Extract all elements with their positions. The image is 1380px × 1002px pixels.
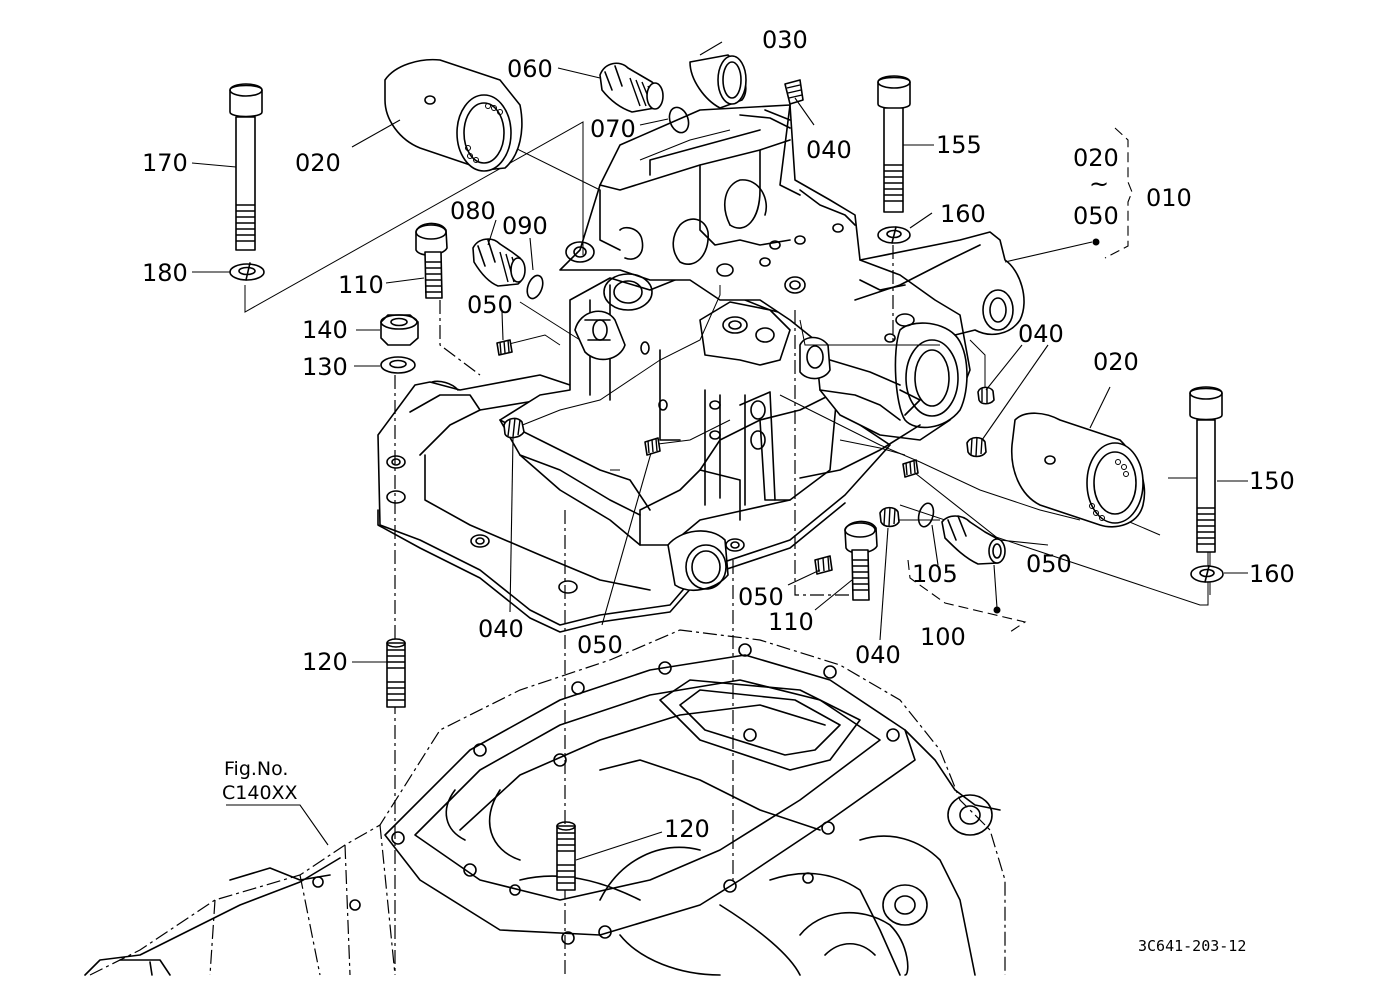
callout-110-lower: 110: [768, 608, 814, 636]
callout-155: 155: [936, 131, 982, 159]
assembly-brackets: [907, 127, 1133, 633]
callout-140: 140: [302, 316, 348, 344]
leader-lines: [191, 41, 1248, 861]
part-050-plugs: [496, 339, 919, 575]
callout-040-right: 040: [1018, 320, 1064, 348]
part-110-bolt-upper: [415, 222, 448, 299]
part-100-fitting: [941, 515, 1006, 565]
fig-no-value: C140XX: [222, 782, 298, 804]
callout-170: 170: [142, 149, 188, 177]
part-130-washer: [380, 356, 416, 374]
part-160-washer-upper: [877, 226, 911, 244]
part-060-fitting: [599, 62, 664, 113]
callout-020-right: 020: [1093, 348, 1139, 376]
part-180-washer: [229, 262, 265, 281]
part-090-o-ring: [526, 274, 544, 300]
callout-030: 030: [762, 26, 808, 54]
callout-040-bottom-left: 040: [478, 615, 524, 643]
callout-050-right: 050: [1026, 550, 1072, 578]
part-040-plugs: [503, 79, 995, 528]
part-160-washer-lower: [1190, 565, 1224, 583]
callout-labels: 020 020 030 040 040 040 040 050 050 050 …: [142, 26, 1295, 955]
part-140-nut: [380, 314, 419, 346]
part-120-stud-center: [556, 821, 576, 891]
callout-070: 070: [590, 115, 636, 143]
callout-090: 090: [502, 212, 548, 240]
callout-105: 105: [912, 560, 958, 588]
callout-110-upper: 110: [338, 271, 384, 299]
callout-050-lower-center: 050: [738, 583, 784, 611]
callout-130: 130: [302, 353, 348, 381]
part-080-fitting: [472, 238, 526, 287]
callout-060: 060: [507, 55, 553, 83]
lift-cylinder-case: [377, 104, 1025, 633]
callout-080: 080: [450, 197, 496, 225]
transmission-case: [84, 629, 1006, 976]
part-020-bushing-left: [384, 58, 523, 172]
assembly-range-to: 050: [1073, 202, 1119, 230]
callout-050-upper: 050: [467, 291, 513, 319]
part-105-o-ring: [917, 502, 935, 528]
part-155-bolt: [877, 75, 911, 213]
assembly-range-tilde: ~: [1089, 170, 1109, 198]
callout-100: 100: [920, 623, 966, 651]
callout-120-left: 120: [302, 648, 348, 676]
callout-150: 150: [1249, 467, 1295, 495]
case-bolt-holes: [391, 643, 900, 945]
figure-code: 3C641-203-12: [1138, 937, 1246, 955]
part-150-bolt: [1189, 386, 1223, 553]
part-110-bolt-lower: [844, 520, 878, 601]
assembly-group-010: 010: [1146, 184, 1192, 212]
fig-no-label: Fig.No.: [224, 758, 288, 780]
callout-160-lower: 160: [1249, 560, 1295, 588]
callout-180: 180: [142, 259, 188, 287]
part-120-stud-left: [386, 638, 406, 708]
callout-120-center: 120: [664, 815, 710, 843]
callout-040-bottom-right: 040: [855, 641, 901, 669]
assembly-range-from: 020: [1073, 144, 1119, 172]
part-170-bolt: [229, 83, 263, 251]
part-030-pin: [689, 54, 747, 109]
callout-160-upper: 160: [940, 200, 986, 228]
callout-020-left: 020: [295, 149, 341, 177]
callout-040-top: 040: [806, 136, 852, 164]
callout-050-lower-left: 050: [577, 631, 623, 659]
part-020-bushing-right: [1010, 412, 1146, 528]
part-070-o-ring: [668, 106, 690, 134]
